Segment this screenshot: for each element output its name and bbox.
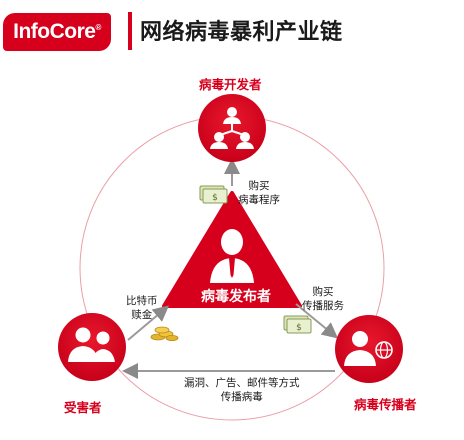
spread-methods-line-1: 漏洞、广告、邮件等方式 xyxy=(184,377,300,389)
spread-methods-line-2: 传播病毒 xyxy=(220,391,263,403)
people-group-icon xyxy=(68,327,115,362)
victim-label: 受害者 xyxy=(64,400,102,415)
buy-program-line-2: 病毒程序 xyxy=(238,194,280,206)
page-title: 网络病毒暴利产业链 xyxy=(140,20,343,45)
gold-coins-icon xyxy=(150,326,179,341)
buy-program-line-1: 购买 xyxy=(248,180,270,192)
bitcoin-ransom-line-2: 赎金 xyxy=(131,309,153,321)
buy-program-label: 购买 病毒程序 xyxy=(238,179,280,207)
infocore-logo: InfoCore® xyxy=(3,13,111,51)
spreader-node xyxy=(335,315,403,383)
developer-label: 病毒开发者 xyxy=(199,77,262,92)
spread-methods-label: 漏洞、广告、邮件等方式 传播病毒 xyxy=(184,376,300,404)
spreader-label: 病毒传播者 xyxy=(354,397,417,412)
buy-service-line-1: 购买 xyxy=(312,286,334,298)
bitcoin-ransom-line-1: 比特币 xyxy=(126,295,158,307)
title-accent-bar xyxy=(128,12,132,50)
developer-node xyxy=(198,94,266,162)
buy-service-line-2: 传播服务 xyxy=(302,300,344,312)
buy-service-label: 购买 传播服务 xyxy=(302,285,344,313)
bitcoin-ransom-label: 比特币 赎金 xyxy=(126,294,158,322)
publisher-label: 病毒发布者 xyxy=(201,289,271,305)
header: InfoCore® 网络病毒暴利产业链 xyxy=(0,0,464,62)
svg-text:$: $ xyxy=(212,193,218,203)
logo-text: InfoCore xyxy=(13,20,96,43)
victim-node xyxy=(58,313,126,381)
publisher-person-icon xyxy=(210,229,254,283)
svg-text:$: $ xyxy=(296,323,302,333)
arrow-to-publisher xyxy=(127,305,170,341)
person-globe-icon xyxy=(344,331,393,366)
money-icon-spreader: $ xyxy=(283,315,312,334)
network-people-icon xyxy=(210,107,254,149)
money-icon-developer: $ xyxy=(199,185,228,204)
arrow-to-spreader xyxy=(295,303,339,339)
